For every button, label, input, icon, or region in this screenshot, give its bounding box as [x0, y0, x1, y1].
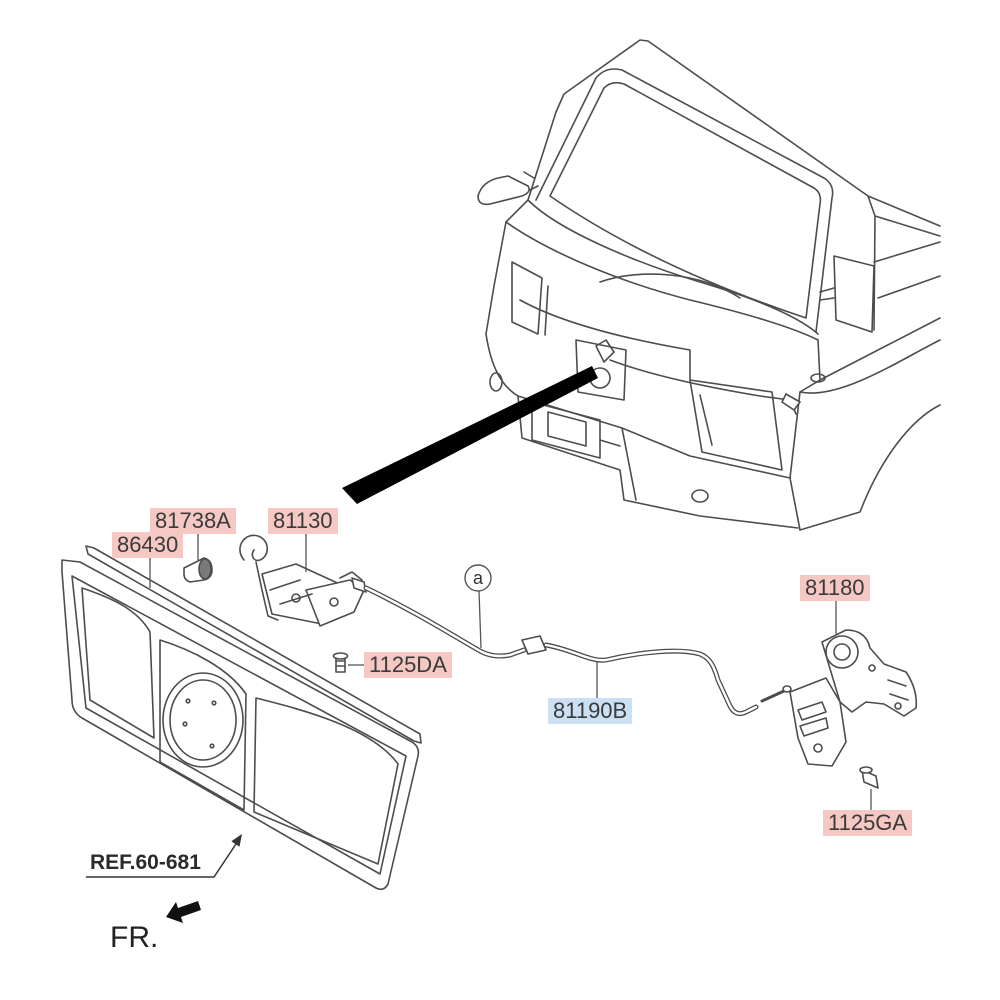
grille-inner-frame [71, 575, 407, 875]
right-mirror-arm [819, 287, 835, 301]
emblem-mount-hole [182, 721, 188, 727]
right-front-fender [789, 339, 821, 479]
bolt-thread [335, 660, 346, 667]
detail-marker-letter: a [473, 568, 484, 588]
emblem-mount-hole [209, 743, 215, 749]
detail-marker-leader [478, 590, 482, 649]
grille-molding-86430 [85, 545, 422, 744]
callout-1125GA[interactable]: 1125GA [823, 810, 913, 836]
bumper-block [599, 427, 637, 501]
left-headlight [511, 261, 543, 335]
detail-marker-a: a [464, 564, 492, 649]
grille-center-panel [159, 639, 247, 811]
handle-knob-center [833, 643, 851, 661]
bracket-ribs [887, 679, 909, 701]
latch-details [269, 571, 363, 605]
bolt-1125DA [332, 652, 349, 673]
cab-roof-outline [555, 39, 941, 227]
cable-end-screw [760, 689, 786, 703]
emblem-mount-hole [185, 698, 191, 704]
plate-slot [797, 701, 827, 721]
bumper-cap [198, 558, 212, 580]
hood-latch-81130 [239, 534, 365, 627]
callout-81130[interactable]: 81130 [268, 508, 338, 534]
right-mirror [833, 255, 875, 333]
plate-slot [799, 717, 829, 737]
pointer-arrow-icon [231, 834, 242, 847]
right-headlight [689, 379, 783, 471]
windshield-frame [535, 68, 834, 333]
cable-start-clip [351, 577, 367, 593]
cable-connector [521, 635, 547, 655]
latch-plate [305, 579, 365, 627]
cable-segment-inner [544, 643, 758, 715]
plate-hole [813, 743, 823, 753]
hood-bulge [599, 273, 741, 299]
bolt-head [332, 652, 349, 660]
molding-strip [85, 545, 422, 744]
grille-right-panel [253, 697, 399, 865]
cable-end-screw-head [782, 685, 792, 693]
side-door-lines [867, 195, 941, 331]
latch-arm [255, 561, 279, 621]
emblem-mount-hole [211, 700, 217, 706]
side-body-lines [799, 317, 941, 531]
bolt-head [859, 766, 873, 774]
bracket-hole [868, 664, 876, 672]
hood-line [527, 199, 819, 335]
installed-latch [595, 339, 615, 363]
handle-mount-plate [789, 677, 847, 767]
detail-location-arrow [342, 366, 598, 504]
radiator-grille [61, 559, 420, 891]
callout-81738A[interactable]: 81738A [150, 508, 236, 534]
leader-lines [149, 534, 872, 810]
right-fog-lamp [691, 489, 709, 503]
reference-label: REF.60-681 [90, 851, 201, 874]
hood-release-handle-81180 [789, 629, 918, 767]
front-emblem-plate [575, 339, 627, 401]
front-top-edge [505, 221, 819, 341]
front-bumper [485, 333, 801, 531]
bolt-1125GA [859, 766, 879, 789]
left-mirror-arm [523, 171, 539, 191]
cable-segment-outer [363, 585, 527, 659]
installed-latch-cable [609, 359, 797, 415]
cable-segment-inner [364, 586, 526, 658]
left-a-pillar [527, 111, 557, 201]
callout-86430[interactable]: 86430 [112, 532, 184, 558]
callout-1125DA[interactable]: 1125DA [364, 652, 452, 678]
callout-81180[interactable]: 81180 [800, 575, 870, 601]
side-marker-lamp [810, 373, 826, 383]
detail-marker-circle [464, 564, 492, 592]
latch-hook [239, 534, 269, 562]
windshield-glass [549, 81, 822, 319]
callout-81190B[interactable]: 81190B [548, 698, 633, 724]
reference-pointer [86, 834, 242, 878]
front-left-corner [485, 199, 529, 335]
reference-underline [86, 843, 237, 878]
grille-emblem-outer [162, 672, 244, 768]
front-direction-arrow-icon [166, 901, 201, 923]
hood-release-cable-81190B [351, 577, 792, 717]
left-mirror [477, 175, 530, 206]
latch-hole [329, 597, 339, 607]
lower-bumper [517, 395, 799, 529]
front-direction-label: FR. [110, 921, 159, 954]
hood-bumper-81738A [183, 557, 213, 583]
tow-recess [531, 401, 601, 459]
grille-emblem-inner [169, 679, 237, 761]
handle-knob [825, 635, 859, 669]
bracket-hole [894, 702, 902, 710]
left-fog-lamp [489, 372, 503, 392]
installed-cable-clip [781, 393, 801, 411]
truck-front-illustration [477, 39, 941, 531]
grille-left-panel [81, 587, 155, 739]
bolt-body [861, 769, 879, 789]
upper-grille-band [519, 285, 691, 381]
